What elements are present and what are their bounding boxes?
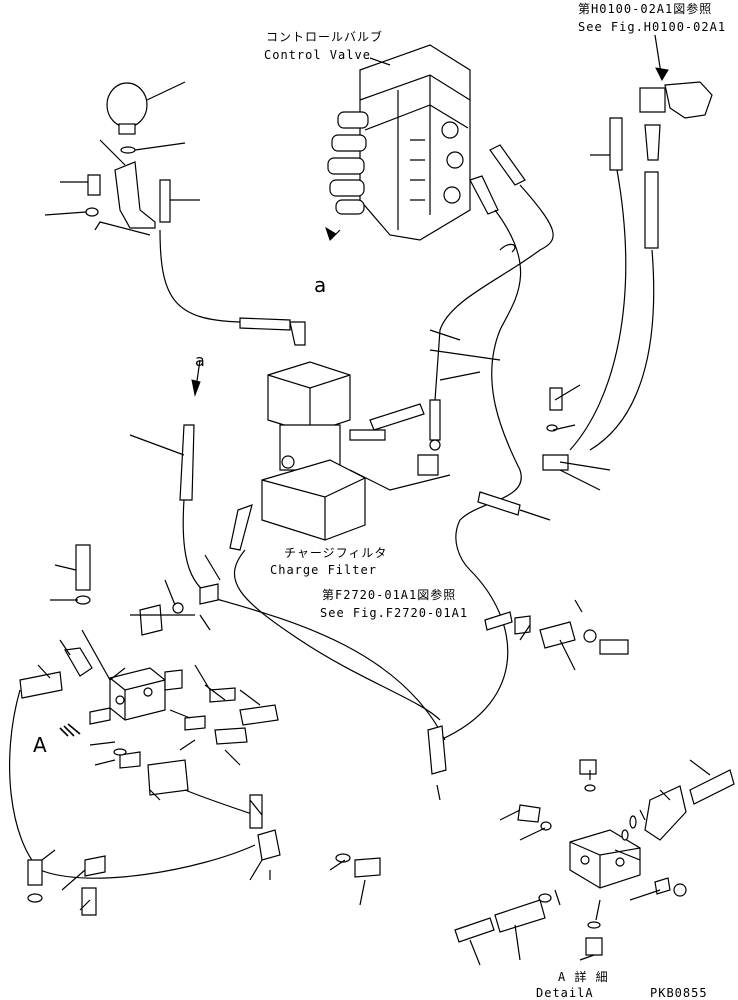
small-fittings	[8, 687, 279, 879]
control-valve-label-en: Control Valve	[264, 48, 371, 62]
left-hose-fitting	[129, 359, 446, 741]
charge-filter	[261, 361, 451, 541]
detail-a	[454, 759, 735, 956]
ref-top-label-jp: 第H0100-02A1図参照	[578, 2, 713, 16]
leader-lines	[37, 57, 711, 966]
charge-filter-label-jp: チャージフィルタ	[284, 546, 388, 560]
drawing-code: PKB0855	[650, 986, 708, 1000]
top-right-fitting	[590, 34, 713, 249]
charge-filter-label-en: Charge Filter	[270, 563, 377, 577]
detail-a-label-en: DetailA	[536, 986, 594, 1000]
marker-A-view: A	[33, 733, 47, 757]
accumulator	[44, 81, 200, 236]
ref-mid-label-jp: 第F2720-01A1図参照	[322, 588, 457, 602]
marker-a-hose: a	[195, 351, 205, 370]
ref-mid-label-en: See Fig.F2720-01A1	[320, 606, 469, 620]
control-valve-label-jp: コントロールバルブ	[266, 30, 384, 44]
marker-a-valve: a	[314, 273, 327, 297]
control-valve	[325, 44, 471, 241]
valve-block	[19, 544, 219, 737]
detail-a-label-jp: A 詳 細	[558, 970, 609, 984]
hoses	[159, 144, 655, 741]
ref-top-label-en: See Fig.H0100-02A1	[578, 20, 727, 34]
hose-clamps	[27, 387, 629, 916]
